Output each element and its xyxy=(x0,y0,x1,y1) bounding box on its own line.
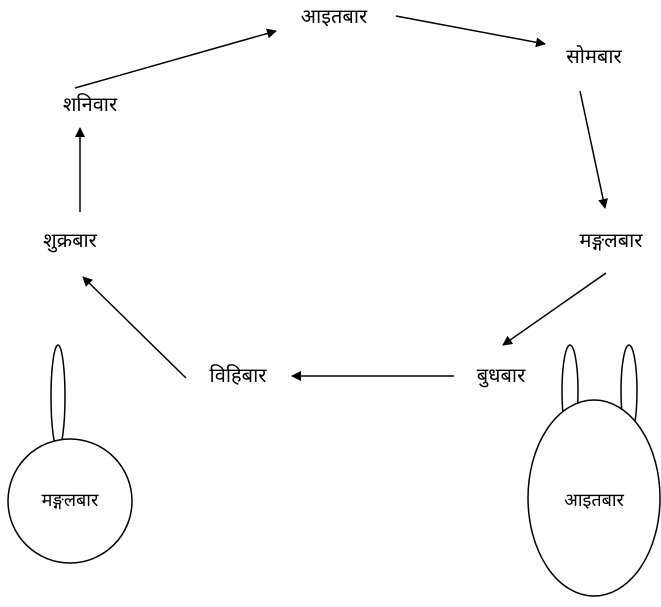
left-figure-head xyxy=(7,438,133,564)
arrow-monday-to-tuesday xyxy=(579,90,609,209)
left-figure-ear xyxy=(50,344,66,450)
arrow-tuesday-to-wednesday xyxy=(502,272,607,346)
node-monday: सोमबार xyxy=(566,44,622,68)
left-figure-label: मङ्गलबार xyxy=(41,490,99,511)
node-saturday: शनिवार xyxy=(62,92,118,116)
arrow-saturday-to-sunday xyxy=(74,28,277,89)
node-thursday: विहिबार xyxy=(209,363,267,387)
node-tuesday: मङ्गलबार xyxy=(579,228,643,252)
node-wednesday: बुधबार xyxy=(476,363,526,387)
right-figure-label: आइतबार xyxy=(564,490,624,511)
node-sunday: आइतबार xyxy=(300,4,368,28)
right-figure-head xyxy=(527,399,661,597)
arrow-thursday-to-friday xyxy=(82,276,187,379)
arrow-sunday-to-monday xyxy=(395,15,546,48)
node-friday: शुक्रबार xyxy=(43,228,97,252)
